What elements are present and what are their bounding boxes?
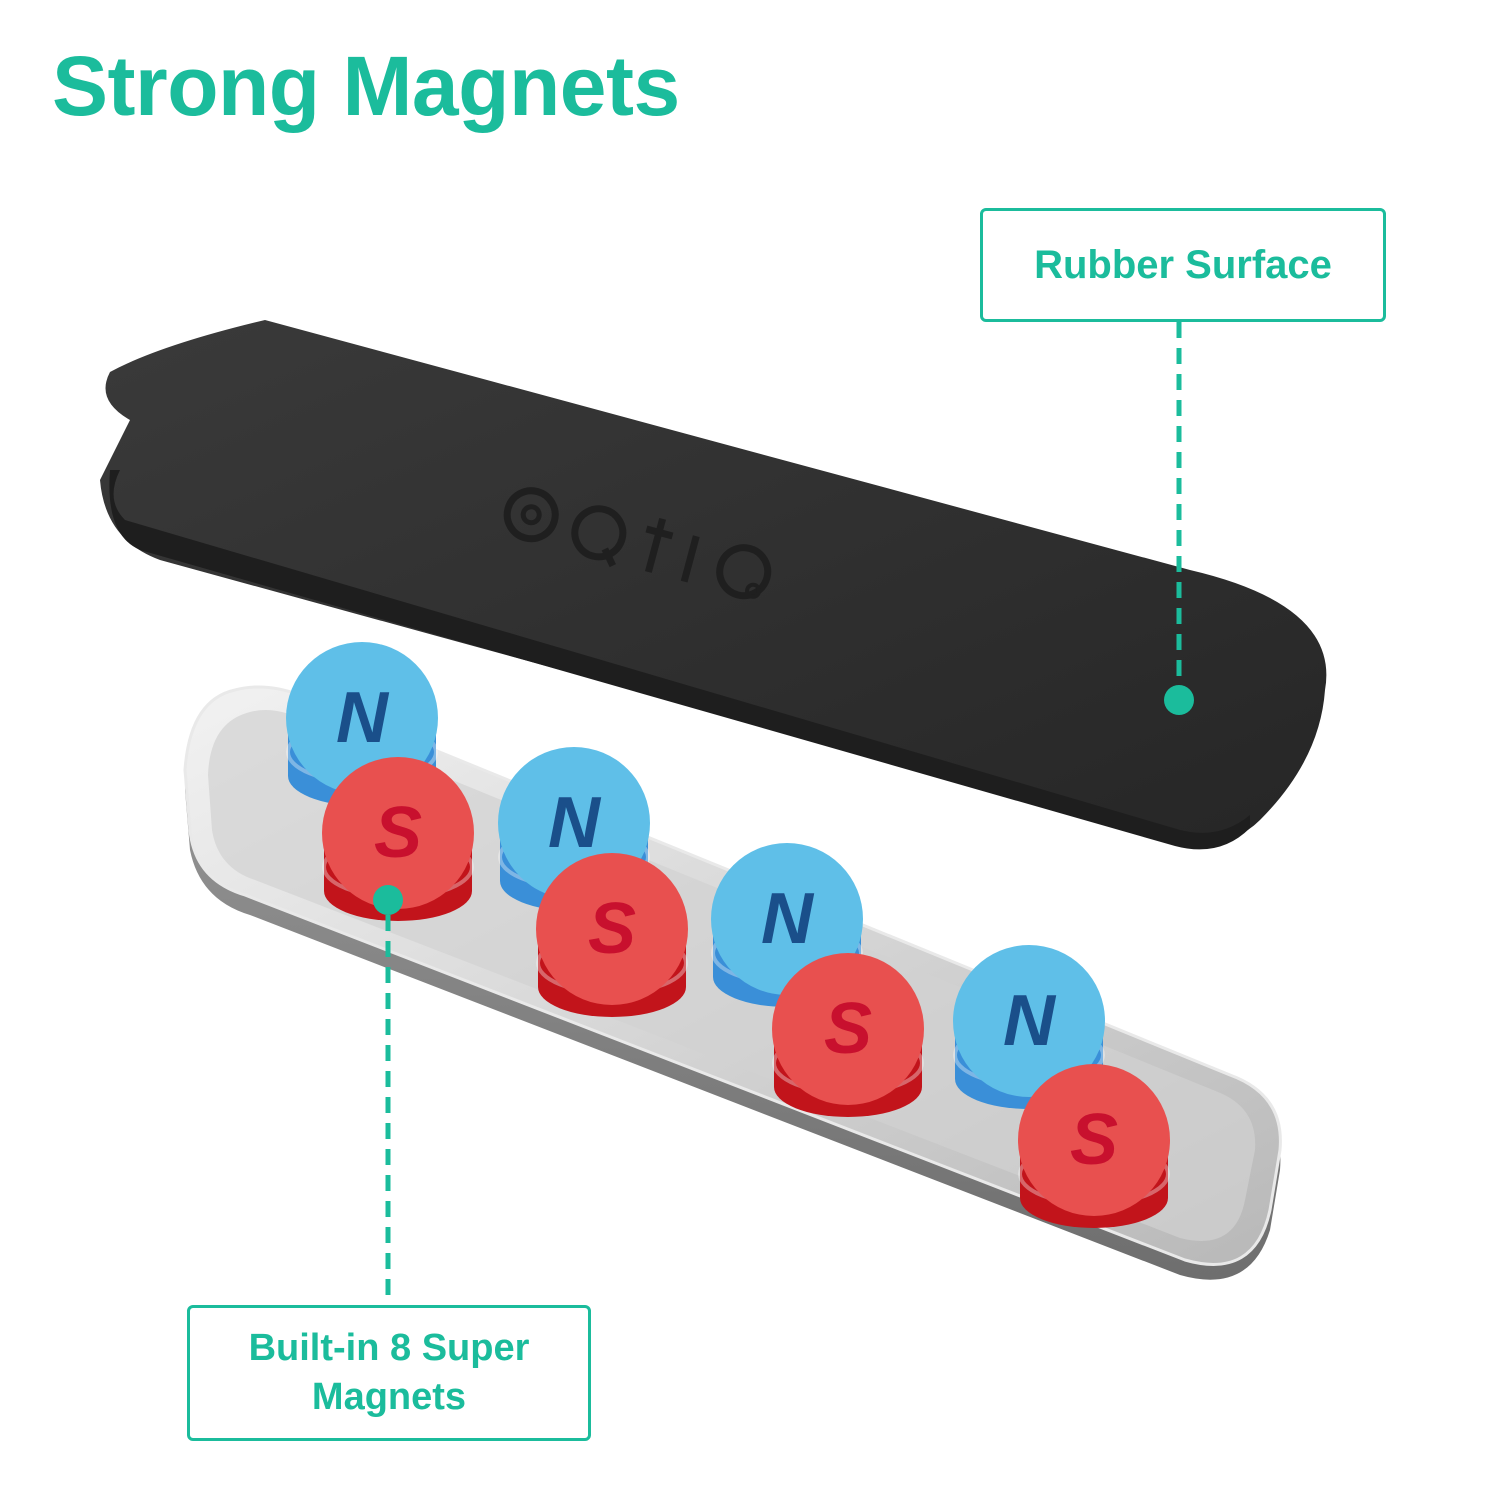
brand-logo [503,487,772,600]
south-magnet: S [772,953,924,1117]
magnet-pole-label: S [588,889,636,969]
rubber-surface-callout: Rubber Surface [980,208,1386,322]
rubber-callout-connector [1164,322,1194,715]
magnet-pole-label: N [548,783,602,863]
south-magnet: S [1018,1064,1170,1228]
super-magnets-callout: Built-in 8 Super Magnets [187,1305,591,1441]
rubber-pad [100,320,1327,850]
magnets-callout-connector [373,885,403,1305]
magnet-pole-label: N [1003,981,1057,1061]
south-magnet: S [536,853,688,1017]
magnet-pole-label: S [1070,1100,1118,1180]
north-magnet: N [953,945,1105,1109]
magnet-pole-label: N [761,879,815,959]
magnet-pole-label: N [336,678,390,758]
magnet-pole-label: S [374,793,422,873]
headline: Strong Magnets [52,39,680,133]
magnet-pole-label: S [824,989,872,1069]
